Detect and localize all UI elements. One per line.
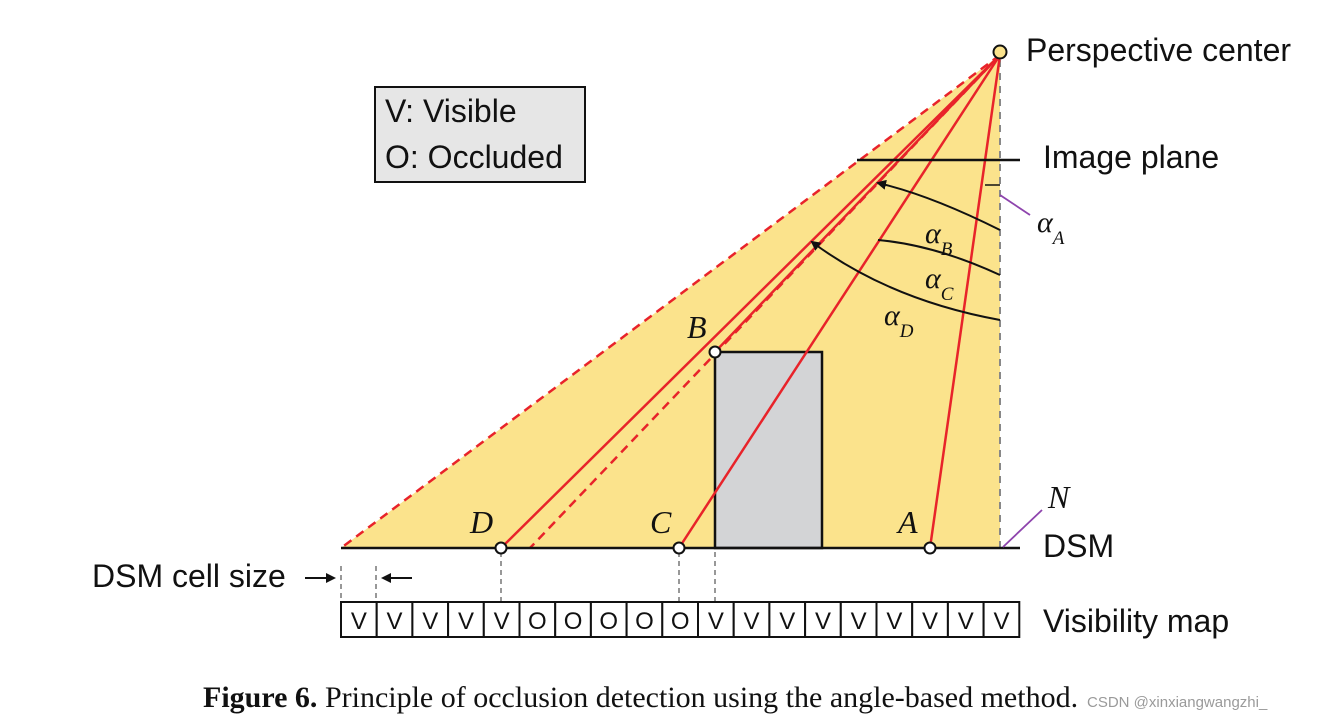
normal-leader [1002,509,1043,548]
legend-occluded: O: Occluded [385,139,563,175]
alpha-d-label: αD [884,299,914,342]
alpha-a-leader [999,194,1031,216]
visibility-cell [732,601,771,638]
label-b: B [687,309,707,345]
alpha-a-label: αA [1037,206,1065,249]
alpha-c-label: αC [925,262,954,305]
visibility-cell-value: V [851,608,867,635]
visibility-cell [875,601,914,638]
visibility-cell-value: O [671,608,690,635]
point-a [923,541,937,555]
figure-caption: Figure 6. Principle of occlusion detecti… [203,681,1078,714]
perspective-center-label: Perspective center [1026,32,1291,68]
alpha-b-label: αB [925,217,953,260]
visibility-cell-value: V [422,608,438,635]
point-c [672,541,686,555]
visibility-cell-value: O [564,608,583,635]
visibility-cell [946,601,985,638]
dsm-cell-size-label: DSM cell size [92,558,286,594]
ray-outer-dashed [340,53,1001,550]
visibility-cell [839,601,878,638]
visibility-cell-value: V [779,608,795,635]
visibility-cell-value: O [599,608,618,635]
figure-number: Figure 6. [203,681,317,714]
visibility-cell-value: V [922,608,938,635]
angle-arc-b [876,179,1001,231]
ray-to-a [928,54,1002,549]
label-c: C [650,504,672,540]
figure-caption-text: Principle of occlusion detection using t… [317,681,1078,714]
label-a: A [896,504,918,540]
visibility-cell [982,601,1021,638]
point-b [708,345,722,359]
visibility-cell-value: O [635,608,654,635]
visibility-cell [518,601,557,638]
visibility-cell-value: V [351,608,367,635]
visibility-cell-value: V [993,608,1009,635]
ray-to-d [500,54,1001,549]
dsm-label: DSM [1043,528,1114,564]
visibility-cell-value: V [815,608,831,635]
visibility-cell [482,601,521,638]
label-d: D [469,504,493,540]
legend: V: Visible O: Occluded [374,86,586,183]
building [713,350,824,550]
label-n: N [1047,479,1071,515]
visibility-cell [447,601,485,638]
visibility-cell-value: V [494,608,510,635]
image-plane-label: Image plane [1043,139,1219,175]
watermark: CSDN @xinxiangwangzhi_ [1087,694,1268,711]
legend-visible: V: Visible [385,93,517,129]
visibility-cell [554,601,592,638]
visibility-cell-value: V [886,608,902,635]
perspective-center-point [992,44,1008,60]
visibility-cell-value: O [528,608,547,635]
point-d [494,541,508,555]
visibility-cell [768,601,807,638]
ray-to-b [714,54,1001,353]
visibility-map-label: Visibility map [1043,603,1229,639]
visibility-cell-value: V [458,608,474,635]
legend-box [374,86,586,183]
visibility-cell-value: V [744,608,760,635]
angle-arc-c [877,239,1001,276]
visibility-cell-value: V [958,608,974,635]
angle-arc-d [810,240,1001,321]
ray-to-c [677,54,1002,549]
visibility-cell-value: V [708,608,724,635]
visibility-cell-value: V [387,608,403,635]
